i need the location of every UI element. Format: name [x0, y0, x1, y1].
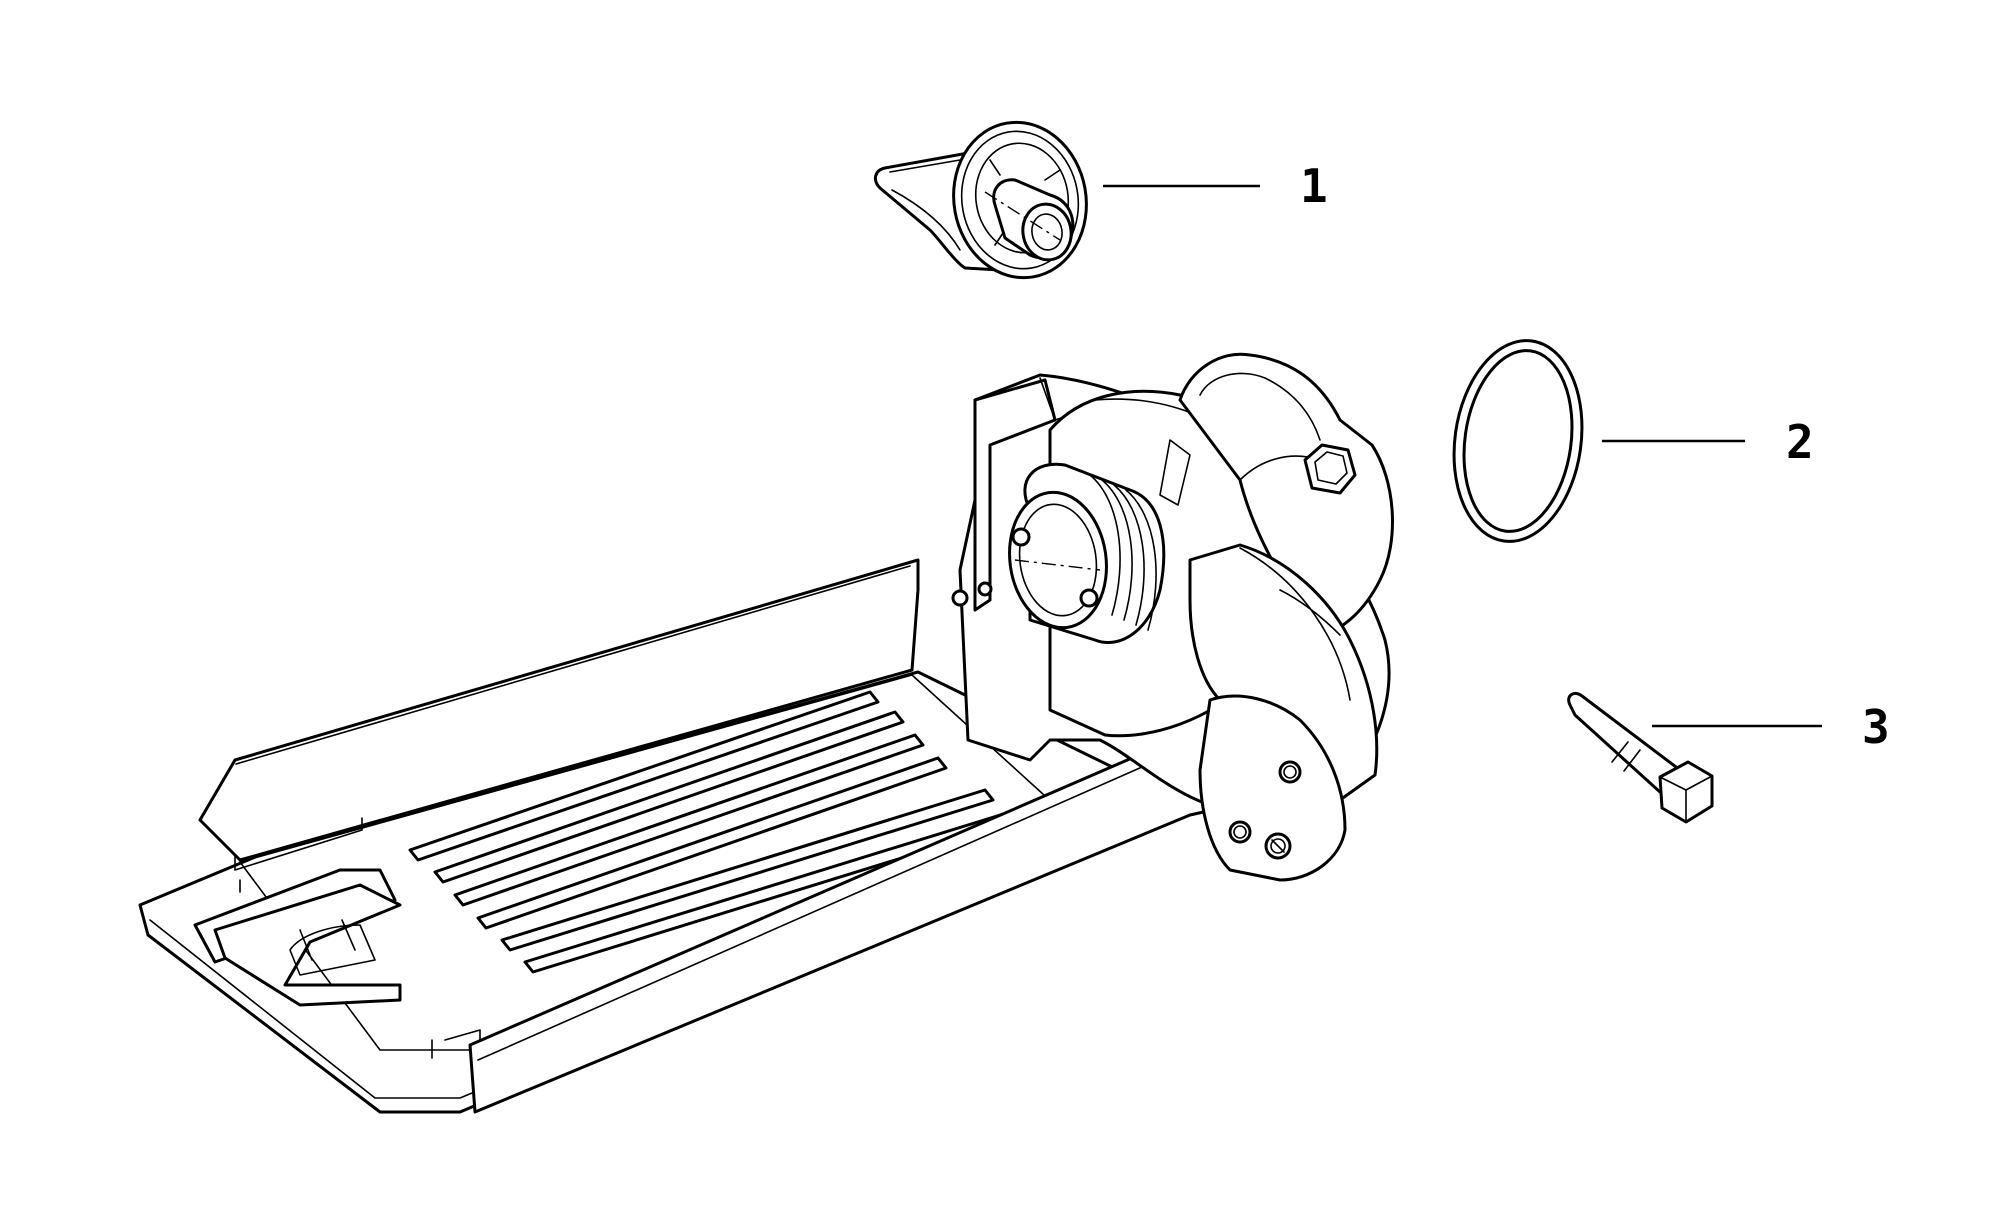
part-1-drive-adapter-icon — [873, 120, 1088, 280]
callout-number-3: 3 — [1862, 700, 1890, 754]
part-3-hex-bolt-icon — [1567, 691, 1714, 824]
main-assembly-tool-base-icon — [138, 352, 1394, 1114]
callout-number-1: 1 — [1300, 159, 1328, 213]
callout-number-2: 2 — [1786, 415, 1814, 469]
part-2-o-ring-icon — [1452, 339, 1584, 543]
